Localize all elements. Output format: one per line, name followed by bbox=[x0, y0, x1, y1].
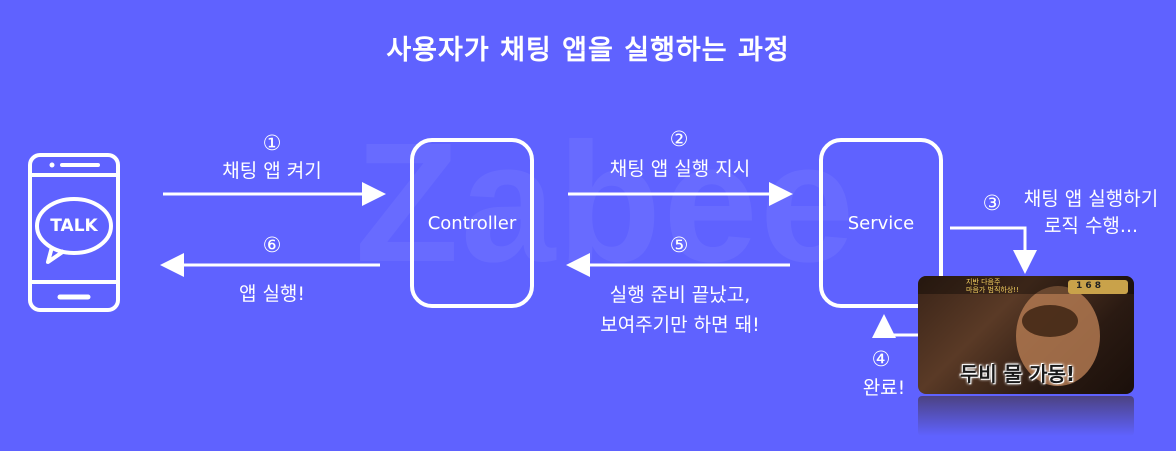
app-screenshot-image: 지반 다음주 마음가 범직하상!! 1 6 8 두비 물 가동! bbox=[918, 276, 1134, 394]
screenshot-top-text-2: 마음가 범직하상!! bbox=[966, 286, 1019, 294]
step4-label: 완료! bbox=[852, 374, 916, 402]
step5-label-line1: 실행 준비 끝났고, bbox=[585, 281, 775, 309]
step6-label: 앱 실행! bbox=[222, 280, 322, 308]
step1-label: 채팅 앱 켜기 bbox=[202, 157, 342, 185]
screenshot-caption: 두비 물 가동! bbox=[960, 358, 1075, 387]
step3-number: ③ bbox=[980, 191, 1004, 215]
screenshot-reflection bbox=[918, 396, 1134, 436]
step3-label-line1: 채팅 앱 실행하기 bbox=[1016, 185, 1166, 213]
screenshot-top-text-1: 지반 다음주 bbox=[966, 278, 1000, 286]
step5-number: ⑤ bbox=[667, 233, 691, 257]
step2-label: 채팅 앱 실행 지시 bbox=[595, 155, 765, 183]
screenshot-score: 1 6 8 bbox=[1076, 281, 1101, 291]
step5-label-line2: 보여주기만 하면 돼! bbox=[585, 311, 775, 339]
step6-number: ⑥ bbox=[260, 233, 284, 257]
step3-label-line2: 로직 수행... bbox=[1016, 212, 1166, 240]
arrow-step4 bbox=[884, 320, 918, 335]
step2-number: ② bbox=[667, 127, 691, 151]
step1-number: ① bbox=[260, 131, 284, 155]
step4-number: ④ bbox=[869, 347, 893, 371]
arrow-step3 bbox=[950, 228, 1025, 268]
